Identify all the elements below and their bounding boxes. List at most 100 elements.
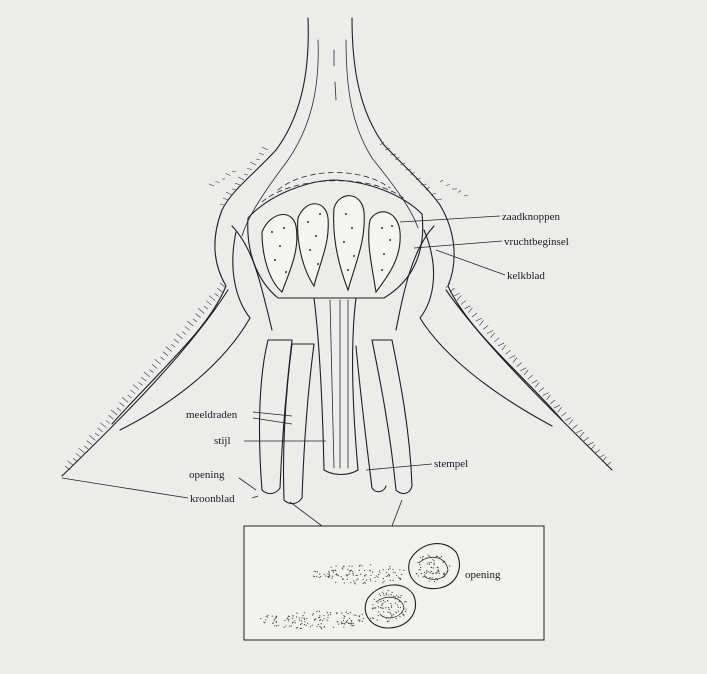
stipple-dot (385, 607, 386, 608)
stipple-dot (312, 625, 313, 626)
stipple-dot (315, 571, 316, 572)
label-inset-opening: opening (465, 569, 501, 581)
stipple-dot (386, 594, 387, 595)
stipple-dot (296, 613, 297, 614)
sepal-hair (532, 380, 538, 383)
stipple-dot (390, 613, 391, 614)
sepal-hair (509, 355, 515, 358)
stipple-dot (378, 615, 379, 616)
sepal-hair (196, 314, 201, 318)
stipple-dot (331, 570, 332, 571)
sepal-hair (141, 377, 146, 381)
stipple-dot (296, 627, 297, 628)
sepal-hair (111, 410, 117, 415)
sepal-hair (550, 400, 555, 404)
stipple-dot (400, 607, 401, 608)
stipple-dot (342, 623, 343, 624)
sepal-hair (262, 147, 268, 150)
sepal-hair (587, 442, 593, 445)
stipple-dot (344, 623, 345, 624)
stipple-dot (373, 607, 374, 608)
stipple-dot (359, 570, 360, 571)
sepal-hair (232, 189, 236, 190)
sepal-hair (244, 174, 248, 175)
sepal-hair (87, 441, 92, 445)
stipple-dot (329, 574, 330, 575)
sepal-hair (217, 288, 222, 292)
stipple-dot (382, 592, 383, 593)
sepal-hair (543, 393, 549, 396)
stipple-dot (387, 600, 388, 601)
sepal-hair (79, 448, 85, 453)
label-stempel: stempel (434, 458, 468, 470)
sepal-hair (119, 403, 124, 407)
sepal-hair (535, 382, 539, 387)
stipple-dot (325, 575, 326, 576)
sepal-hair (187, 321, 193, 326)
stipple-dot (304, 617, 305, 618)
stipple-dot (329, 572, 330, 573)
stipple-dot (365, 574, 366, 575)
stipple-dot (395, 603, 396, 604)
stipple-dot (386, 576, 387, 577)
stipple-dot (353, 625, 354, 626)
stipple-dot (424, 572, 425, 573)
stipple-dot (383, 611, 384, 612)
stipple-dot (331, 567, 332, 568)
sepal-hair (595, 450, 600, 454)
stipple-dot (388, 590, 389, 591)
stipple-dot (437, 571, 438, 572)
stipple-dot (346, 574, 347, 575)
sepal-hair (528, 375, 533, 379)
stipple-dot (383, 569, 384, 570)
stipple-dot (327, 617, 328, 618)
stipple-dot (399, 616, 400, 617)
sepal-hair (256, 159, 260, 160)
sepal-hair (546, 395, 550, 400)
stipple-dot (323, 618, 324, 619)
stipple-dot (370, 578, 371, 579)
sepal-hair (109, 415, 114, 419)
stipple-dot (375, 607, 376, 608)
sepal-hair (128, 395, 132, 398)
stipple-dot (318, 624, 319, 625)
stipple-dot (362, 614, 363, 615)
stipple-dot (331, 578, 332, 579)
stipple-dot (352, 625, 353, 626)
stipple-dot (393, 596, 394, 597)
stipple-dot (348, 613, 349, 614)
stipple-dot (352, 571, 353, 572)
stipple-dot (389, 575, 390, 576)
stipple-dot (432, 573, 433, 574)
sepal-hair (98, 428, 103, 432)
stipple-dot (304, 612, 305, 613)
sepal-hair (226, 192, 232, 195)
sepal-hair (206, 301, 211, 305)
stipple-dot (437, 569, 438, 570)
sepal-hair (461, 301, 466, 305)
stipple-dot (318, 617, 319, 618)
stipple-dot (316, 576, 317, 577)
stipple-dot (272, 615, 273, 616)
stipple-dot (275, 617, 276, 618)
stipple-dot (395, 596, 396, 597)
stipple-dot (319, 574, 320, 575)
stipple-dot (389, 566, 390, 567)
stipple-dot (332, 576, 333, 577)
stipple-dot (319, 577, 320, 578)
stipple-dot (392, 592, 393, 593)
sepal-hair (209, 296, 215, 301)
label-zaadknoppen: zaadknoppen (502, 211, 561, 223)
label-kroonblad: kroonblad (190, 493, 235, 505)
stipple-dot (360, 574, 361, 575)
stipple-dot (396, 575, 397, 576)
stipple-dot (292, 618, 293, 619)
stipple-dot (438, 571, 439, 572)
stipple-dot (382, 605, 383, 606)
stipple-dot (353, 575, 354, 576)
stipple-dot (363, 579, 364, 580)
stipple-dot (431, 562, 432, 563)
stipple-dot (288, 620, 289, 621)
stipple-dot (393, 614, 394, 615)
stipple-dot (444, 573, 445, 574)
